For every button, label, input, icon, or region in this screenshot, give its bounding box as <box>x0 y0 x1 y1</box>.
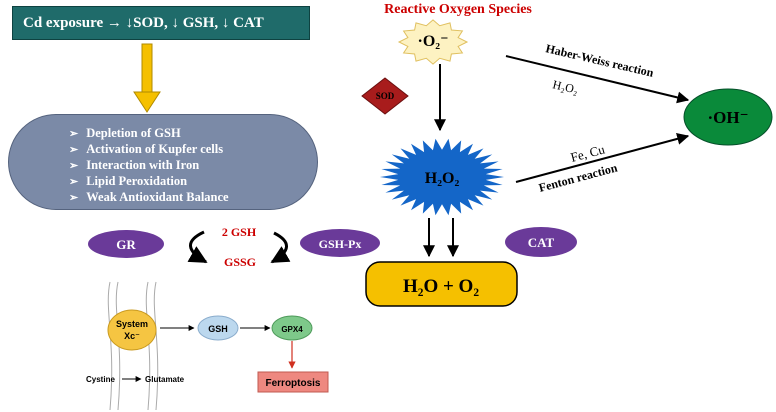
glutamate-label: Glutamate <box>145 375 185 384</box>
superoxide-burst: ·O₂⁻ <box>397 19 469 65</box>
cycle-arrow-left <box>187 230 208 264</box>
ferroptosis-label: Ferroptosis <box>265 378 320 389</box>
gshpx-label: GSH-Px <box>319 237 362 251</box>
cd-exposure-label: Cd exposure → ↓SOD, ↓ GSH, ↓ CAT <box>23 15 264 31</box>
products-label: H₂O + O₂ <box>403 276 479 297</box>
glutathione-cycle: GR GSH-Px 2 GSH GSSG <box>88 225 380 269</box>
products-box: H₂O + O₂ <box>365 261 518 307</box>
gr-node <box>88 230 164 258</box>
gpx4-node <box>271 315 313 341</box>
system-xc-sub-label: Xc⁻ <box>124 331 140 341</box>
gshpx-node <box>300 229 380 257</box>
sod-diamond: SOD <box>361 77 409 115</box>
ferroptosis-pathway: System Xc⁻ GSH GPX4 Ferroptosis Cystine … <box>86 281 329 411</box>
yellow-down-arrow <box>133 43 161 113</box>
ros-title: Reactive Oxygen Species <box>384 2 532 17</box>
system-xc-node <box>107 309 157 351</box>
gpx4-label: GPX4 <box>281 325 303 334</box>
effect-item: Lipid Peroxidation <box>69 174 229 190</box>
hydroxyl-label: ·OH⁻ <box>707 108 748 127</box>
fe-cu-label: Fe, Cu <box>569 141 607 165</box>
membrane-line <box>107 281 113 411</box>
system-xc-label: System <box>116 319 148 329</box>
gsh2-label: 2 GSH <box>222 225 257 239</box>
effect-item: Interaction with Iron <box>69 158 229 174</box>
cat-label: CAT <box>528 235 555 250</box>
gsh-node <box>197 315 239 341</box>
effect-item: Weak Antioxidant Balance <box>69 190 228 206</box>
h2o2-label: H₂O₂ <box>425 170 460 187</box>
cystine-label: Cystine <box>86 375 115 384</box>
h2o2-burst: H₂O₂ <box>380 138 504 216</box>
effect-item: Activation of Kupfer cells <box>69 142 229 158</box>
ferroptosis-box <box>257 371 329 393</box>
effects-box: Depletion of GSH Activation of Kupfer ce… <box>8 114 318 210</box>
membrane-line <box>153 281 159 411</box>
fenton-arrow <box>515 132 690 183</box>
cat-node: CAT <box>505 227 577 257</box>
effects-list: Depletion of GSH Activation of Kupfer ce… <box>69 126 229 206</box>
cd-exposure-box: Cd exposure → ↓SOD, ↓ GSH, ↓ CAT <box>12 6 310 40</box>
gr-label: GR <box>116 237 136 252</box>
superoxide-label: ·O₂⁻ <box>417 33 448 50</box>
cycle-arrow-right <box>270 231 291 264</box>
haber-weiss-h2o2-label: H₂O₂ <box>551 77 579 96</box>
haber-weiss-arrow <box>505 55 690 104</box>
hydroxyl-node: ·OH⁻ <box>683 88 773 146</box>
gsh-label: GSH <box>208 324 228 334</box>
gssg-label: GSSG <box>224 255 256 269</box>
haber-weiss-label: Haber-Weiss reaction <box>544 41 655 80</box>
sod-label: SOD <box>376 91 395 101</box>
effect-item: Depletion of GSH <box>69 126 229 142</box>
